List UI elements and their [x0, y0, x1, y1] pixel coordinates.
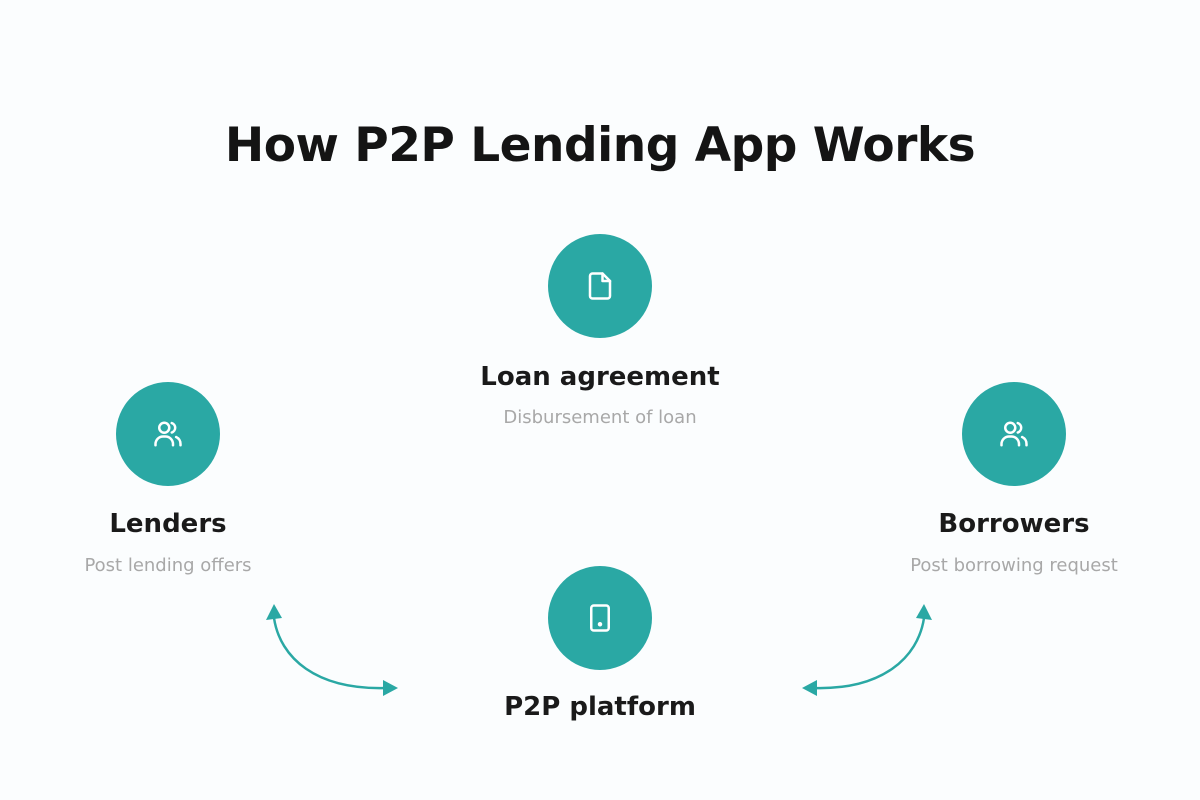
lenders-platform-arrow: [266, 604, 398, 696]
smartphone-icon: [590, 604, 610, 632]
users-icon: [154, 421, 182, 447]
arrowhead-left: [802, 680, 817, 696]
borrowers-label: Borrowers: [938, 509, 1090, 539]
lenders-description: Post lending offers: [84, 555, 252, 576]
platform-node: [548, 566, 652, 670]
borrowers-platform-arrow: [802, 604, 932, 696]
diagram-title: How P2P Lending App Works: [224, 118, 976, 173]
document-icon: [588, 272, 612, 300]
loan-agreement-description: Disbursement of loan: [503, 407, 697, 428]
loan-agreement-label: Loan agreement: [480, 362, 720, 392]
arrowhead-up: [916, 604, 932, 620]
arrowhead-up: [266, 604, 282, 620]
borrowers-node: [962, 382, 1066, 486]
arrowhead-right: [383, 680, 398, 696]
loan-agreement-node: [548, 234, 652, 338]
borrowers-description: Post borrowing request: [910, 555, 1118, 576]
users-icon: [1000, 421, 1028, 447]
lenders-node: [116, 382, 220, 486]
lenders-label: Lenders: [109, 509, 227, 539]
platform-label: P2P platform: [504, 692, 696, 722]
